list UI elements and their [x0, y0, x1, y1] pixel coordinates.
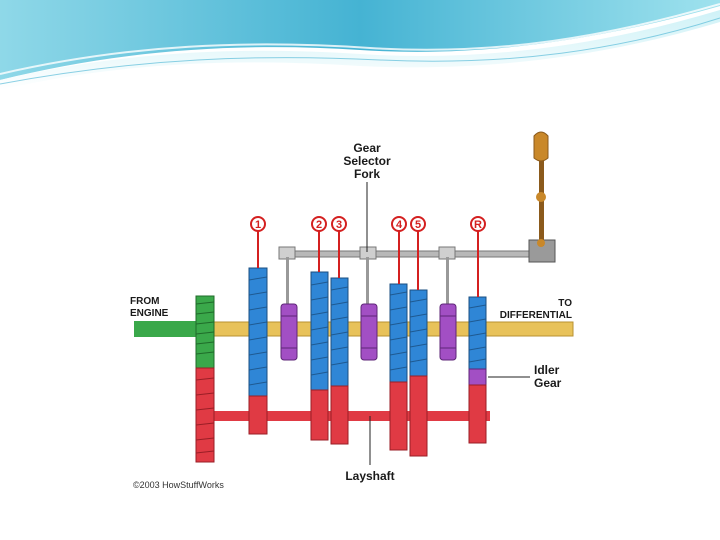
- idler-gear-label-line1: Idler: [534, 363, 560, 377]
- gear-number-1: 1: [250, 216, 266, 232]
- idler-gear-label-line2: Gear: [534, 376, 562, 390]
- to-differential-label-line2: DIFFERENTIAL: [500, 310, 572, 321]
- gear-selector-fork-label-line1: Gear: [353, 141, 381, 155]
- gear-number-2: 2: [311, 216, 327, 232]
- copyright-text: ©2003 HowStuffWorks: [133, 480, 224, 490]
- idler-gear: [468, 368, 487, 386]
- from-engine-label-line2: ENGINE: [130, 308, 169, 319]
- svg-text:5: 5: [415, 219, 421, 231]
- gear-shifter: [528, 131, 556, 263]
- gear-number-3: 3: [331, 216, 347, 232]
- gear-selector-fork-label-line2: Selector: [343, 154, 391, 168]
- output-gear-4: [389, 283, 408, 451]
- collar-3-4: [360, 303, 378, 361]
- svg-text:2: 2: [316, 219, 322, 231]
- gear-number-4: 4: [391, 216, 407, 232]
- svg-text:1: 1: [255, 219, 261, 231]
- output-gear-5: [409, 289, 428, 457]
- svg-text:3: 3: [336, 219, 342, 231]
- input-gear: [195, 295, 215, 463]
- output-gear-reverse: [468, 296, 487, 444]
- gearbox-diagram: 1 2 3 4 5 R Gear Selector Fork FROM: [126, 130, 576, 495]
- slide-header-swoosh: [0, 0, 720, 90]
- svg-text:4: 4: [396, 219, 403, 231]
- output-gear-3: [330, 277, 349, 445]
- collar-5-r: [439, 303, 457, 361]
- shifter-knob: [533, 131, 549, 162]
- from-engine-label-line1: FROM: [130, 296, 159, 307]
- selector-rod: [278, 246, 536, 305]
- input-shaft: [134, 321, 198, 337]
- output-gear-2: [310, 271, 329, 441]
- gear-selector-fork-label-line3: Fork: [354, 167, 380, 181]
- gear-number-5: 5: [410, 216, 426, 232]
- gear-teeth-pattern: [248, 276, 487, 386]
- svg-text:R: R: [474, 219, 482, 231]
- gear-number-r: R: [470, 216, 486, 232]
- layshaft-label: Layshaft: [345, 469, 394, 483]
- collar-1-2: [280, 303, 298, 361]
- to-differential-label-line1: TO: [558, 298, 572, 309]
